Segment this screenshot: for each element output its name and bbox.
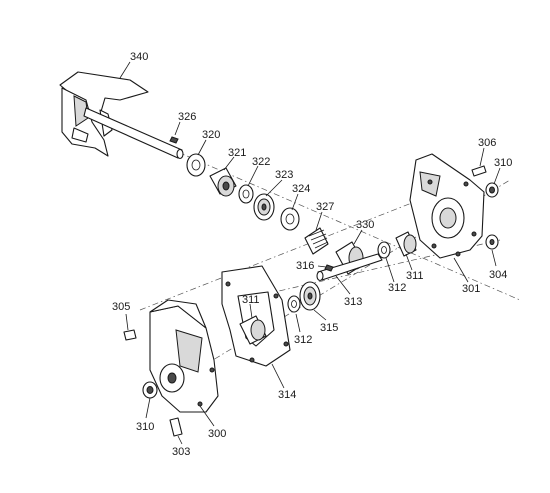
- callout-306: 306: [478, 137, 496, 149]
- gear-case-301: [409, 153, 485, 259]
- callout-330: 330: [356, 219, 374, 231]
- callout-316: 316: [296, 260, 314, 272]
- callout-315: 315: [320, 322, 338, 334]
- key-326: [169, 136, 179, 144]
- nut-310-right: [485, 182, 499, 198]
- callout-313: 313: [344, 296, 362, 308]
- callout-310-right: 310: [494, 157, 512, 169]
- auger-assembly-340: [59, 71, 184, 160]
- washer-324: [280, 207, 300, 231]
- callout-311-right: 311: [406, 270, 424, 282]
- worm-shaft-313: [316, 253, 383, 282]
- callout-323: 323: [275, 169, 293, 181]
- pin-316: [324, 264, 334, 272]
- screw-305: [123, 329, 137, 341]
- gear-315: [299, 281, 321, 311]
- callout-labels: 340 326 320 321 322 323 324 327 330 306 …: [112, 51, 512, 458]
- callout-312-right: 312: [388, 282, 406, 294]
- callout-314: 314: [278, 389, 296, 401]
- callout-310-left: 310: [136, 421, 154, 433]
- nut-310-left: [142, 381, 158, 399]
- worm-gear-327: [304, 227, 329, 255]
- fitting-306: [471, 165, 487, 177]
- gear-case-300: [149, 299, 219, 413]
- callout-327: 327: [316, 201, 334, 213]
- callout-300: 300: [208, 428, 226, 440]
- callout-324: 324: [292, 183, 310, 195]
- leader-lines: [119, 61, 501, 445]
- bushing-321: [209, 167, 237, 197]
- bearing-311-right: [395, 231, 417, 257]
- washer-322: [238, 184, 254, 204]
- bolt-303: [169, 417, 183, 437]
- callout-301: 301: [462, 283, 480, 295]
- callout-305: 305: [112, 301, 130, 313]
- bearing-311-left: [239, 315, 267, 345]
- washer-320: [186, 153, 206, 177]
- washer-312-left: [287, 295, 301, 313]
- callout-304: 304: [489, 269, 507, 281]
- callout-322: 322: [252, 156, 270, 168]
- callout-326: 326: [178, 111, 196, 123]
- callout-340: 340: [130, 51, 148, 63]
- gear-323: [253, 193, 275, 221]
- callout-321: 321: [228, 147, 246, 159]
- callout-312-left: 312: [294, 334, 312, 346]
- callout-320: 320: [202, 129, 220, 141]
- nut-304: [485, 234, 499, 250]
- callout-311-left: 311: [242, 294, 260, 306]
- callout-303: 303: [172, 446, 190, 458]
- washer-312-right: [377, 241, 391, 259]
